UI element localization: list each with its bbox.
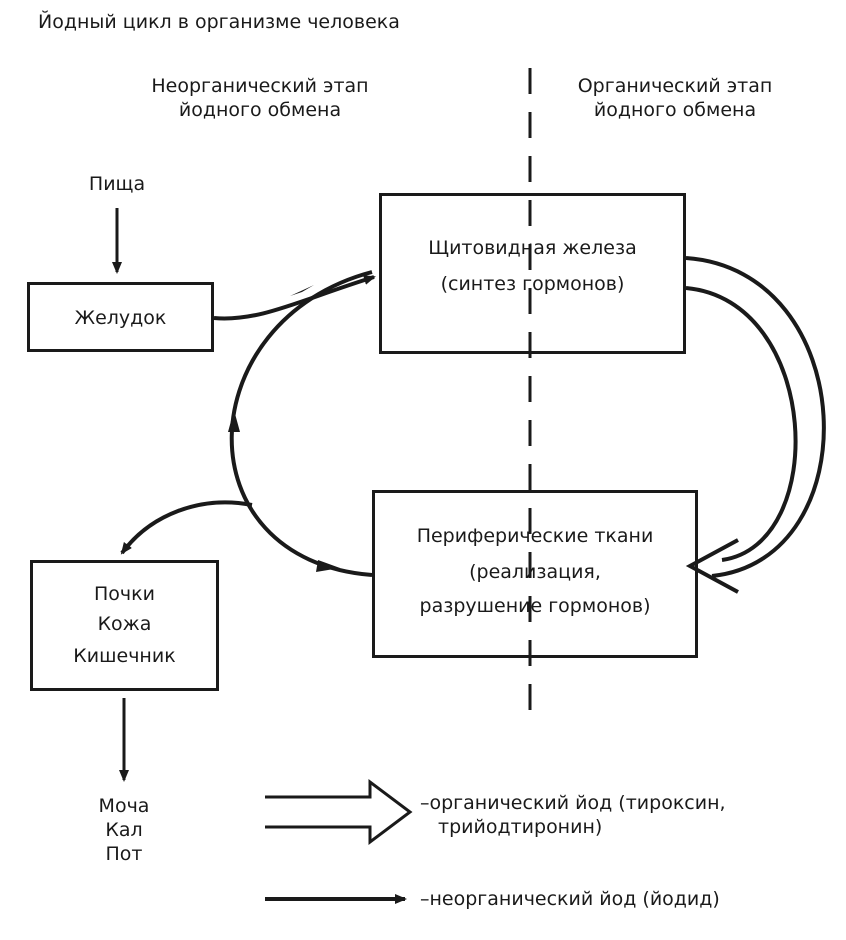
node-tissues-line1: Периферические ткани bbox=[416, 525, 654, 547]
diagram-title: Йодный цикл в организме человека bbox=[38, 11, 400, 33]
loop-arrowhead-middle bbox=[228, 410, 240, 432]
stage-organic-line1: Органический этап bbox=[577, 75, 773, 97]
node-food: Пища bbox=[88, 173, 146, 195]
stage-inorganic-line2: йодного обмена bbox=[178, 99, 342, 121]
node-excretory-line3: Кишечник bbox=[73, 645, 176, 667]
legend-organic-arrow bbox=[265, 779, 413, 845]
node-stomach-box: Желудок bbox=[27, 282, 214, 352]
node-tissues-line2: (реализация, bbox=[469, 561, 601, 583]
arrow-stomach-to-thyroid bbox=[213, 275, 376, 321]
node-excretory-line2: Кожа bbox=[97, 613, 152, 635]
node-tissues-line3: разрушение гормонов) bbox=[419, 595, 651, 617]
node-tissues-box: Периферические ткани (реализация, разруш… bbox=[372, 490, 698, 658]
stage-inorganic-line1: Неорганический этап bbox=[151, 75, 369, 97]
legend-inorganic-label: –неорганический йод (йодид) bbox=[420, 888, 720, 910]
arrow-tissues-to-thyroid-loop bbox=[229, 270, 373, 577]
node-thyroid-line2: (синтез гормонов) bbox=[440, 273, 625, 295]
node-excreta-urine: Моча bbox=[98, 795, 150, 817]
loop-arrowhead-upper bbox=[290, 285, 314, 296]
node-stomach-label: Желудок bbox=[74, 307, 167, 329]
legend-organic-label-line2: трийодтиронин) bbox=[438, 816, 603, 838]
arrow-thyroid-to-tissues-outer bbox=[685, 256, 826, 578]
node-excretory-organs-box: Почки Кожа Кишечник bbox=[30, 560, 219, 691]
node-excretory-line1: Почки bbox=[94, 583, 155, 605]
loop-arrowhead-lower bbox=[316, 560, 340, 572]
arrow-thyroid-to-tissues-head bbox=[685, 538, 739, 594]
stage-organic-line2: йодного обмена bbox=[593, 99, 757, 121]
node-excreta-sweat: Пот bbox=[105, 843, 143, 865]
arrow-thyroid-to-tissues-inner bbox=[685, 286, 798, 562]
node-thyroid-box: Щитовидная железа (синтез гормонов) bbox=[379, 193, 686, 354]
node-excreta-feces: Кал bbox=[105, 819, 143, 841]
legend-organic-label-line1: –органический йод (тироксин, bbox=[420, 792, 726, 814]
arrow-loop-to-excretory-organs bbox=[120, 500, 253, 555]
node-thyroid-line1: Щитовидная железа bbox=[428, 237, 637, 259]
